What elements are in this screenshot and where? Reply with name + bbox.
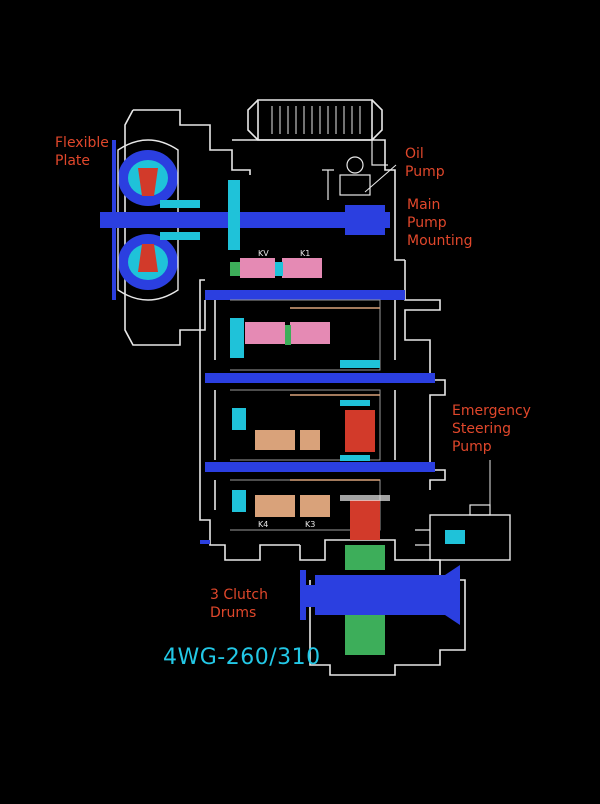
label-clutch-drums: 3 Clutch Drums <box>210 587 268 621</box>
output-gear-train <box>340 495 390 655</box>
output-shaft <box>300 565 460 625</box>
label-oil-pump: Oil Pump <box>405 146 445 180</box>
shaft-sleeves <box>290 307 380 481</box>
torque-converter <box>117 139 179 301</box>
clutch-pack-middle <box>230 318 330 358</box>
clutch-mark-k4: K4 <box>258 520 268 529</box>
clutch-mark-k1: K1 <box>300 249 310 258</box>
model-name: 4WG-260/310 <box>163 645 321 670</box>
emergency-steering-pump <box>415 504 511 561</box>
countershafts <box>200 290 435 544</box>
cyan-highlights <box>340 360 380 461</box>
leader-lines <box>364 164 491 510</box>
clutch-pack-kv-k1 <box>230 258 322 278</box>
clutch-pack-k4-k3 <box>232 490 330 517</box>
oil-cooler-fins <box>271 106 361 134</box>
clutch-marks: KV K1 K4 K3 <box>258 249 315 529</box>
oil-pump <box>346 135 388 174</box>
clutch-pack-lower <box>232 408 375 452</box>
pump-drive-gear <box>228 169 371 250</box>
input-shaft <box>100 200 390 240</box>
clutch-mark-kv: KV <box>258 249 269 258</box>
clutch-mark-k3: K3 <box>305 520 315 529</box>
label-main-pump-mounting: Main Pump Mounting <box>407 197 473 249</box>
label-flexible-plate: Flexible Plate <box>55 135 109 169</box>
label-emergency-steering-pump: Emergency Steering Pump <box>452 403 531 455</box>
